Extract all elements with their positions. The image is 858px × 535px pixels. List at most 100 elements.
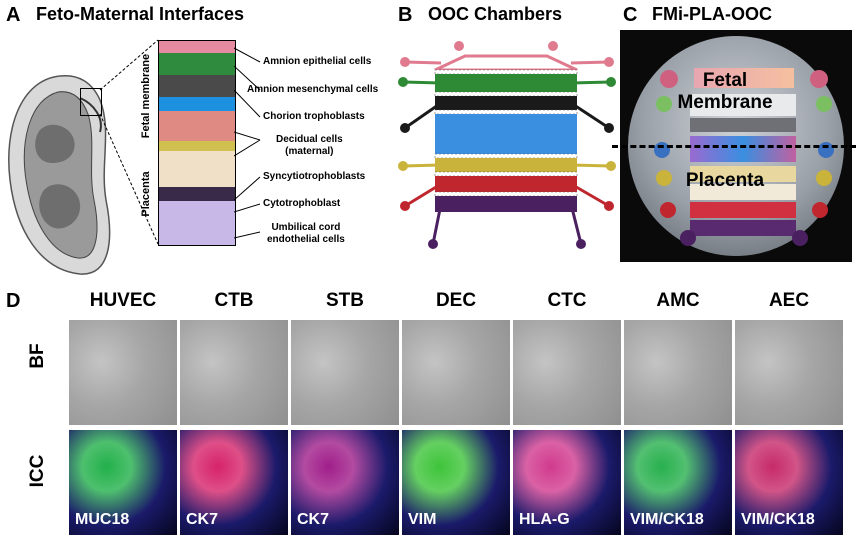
stain-marker-label: VIM <box>408 511 437 528</box>
label-stb: Syncytiotrophoblasts <box>263 171 366 182</box>
label-ctb: Cytotrophoblast <box>263 198 341 209</box>
port-tube <box>402 163 442 168</box>
column-header-ctc: CTC <box>547 290 587 311</box>
chamber-top-outline <box>434 54 578 72</box>
port <box>656 170 672 186</box>
panel-a-letter: A <box>6 4 21 26</box>
brightfield-image-amc <box>624 320 732 425</box>
port-tube <box>404 101 442 130</box>
column-header-stb: STB <box>326 290 364 311</box>
port-ball <box>400 201 410 211</box>
label-huvec: Umbilical cord endothelial cells <box>267 222 345 245</box>
row-label-icc: ICC <box>27 454 48 488</box>
icc-image-dec: VIM <box>402 430 510 535</box>
row-label-bf: BF <box>27 343 48 369</box>
divider-dashed-line <box>612 145 856 148</box>
chamber-6 <box>435 196 577 212</box>
panel-d-letter: D <box>6 290 21 312</box>
port-ball <box>400 123 410 133</box>
port <box>792 230 808 246</box>
membrane-separator <box>434 153 578 159</box>
stain-marker-label: HLA-G <box>519 511 570 528</box>
label-amc: Amnion mesenchymal cells <box>247 84 379 95</box>
brightfield-image-huvec <box>69 320 177 425</box>
stain-marker-label: VIM/CK18 <box>741 511 815 528</box>
port-tube <box>404 182 442 208</box>
membrane-separator <box>434 91 578 97</box>
label-aec: Amnion epithelial cells <box>263 56 372 67</box>
membrane-separator <box>434 69 578 75</box>
brightfield-image-dec <box>402 320 510 425</box>
column-header-dec: DEC <box>435 290 477 311</box>
column-header-ctb: CTB <box>214 290 254 311</box>
chamber-5 <box>435 176 577 192</box>
chamber-1 <box>435 74 577 92</box>
port <box>810 70 828 88</box>
port-tube <box>569 203 583 245</box>
port <box>816 96 832 112</box>
label-ctc: Chorion trophoblasts <box>263 111 365 122</box>
panel-b-title: OOC Chambers <box>428 4 563 24</box>
port-tube <box>402 80 442 85</box>
chamber-4 <box>435 158 577 172</box>
label-dec: Decidual cells (maternal) <box>276 134 343 157</box>
column-header-huvec: HUVEC <box>89 290 157 311</box>
port-ball <box>428 239 438 249</box>
stain-marker-label: VIM/CK18 <box>630 511 704 528</box>
port-tube <box>570 182 610 208</box>
port-tube <box>570 101 610 130</box>
icc-image-stb: CK7 <box>291 430 399 535</box>
layer-cytotrophoblast <box>159 187 235 201</box>
layer-amnion-mesenchymal <box>159 53 235 75</box>
port-ball <box>606 77 616 87</box>
port-ball <box>604 123 614 133</box>
layer-syncytio <box>159 141 235 151</box>
port <box>660 202 676 218</box>
placenta-photo-label: Placenta <box>685 170 765 191</box>
brightfield-image-ctb <box>180 320 288 425</box>
chamber-3 <box>435 114 577 154</box>
panel-a-title: Feto-Maternal Interfaces <box>36 4 245 24</box>
zoom-lines <box>99 39 159 245</box>
uterus-illustration <box>8 74 111 275</box>
port-ball <box>548 41 558 51</box>
port-ball <box>576 239 586 249</box>
port-tube <box>404 60 442 65</box>
membrane-separator <box>434 171 578 177</box>
port-tube <box>570 163 612 168</box>
column-header-aec: AEC <box>768 290 810 311</box>
ooc-chamber-stack <box>398 41 616 249</box>
fetal-membrane-label: Fetal membrane <box>140 53 152 139</box>
stain-marker-label: CK7 <box>186 511 219 528</box>
icc-image-huvec: MUC18 <box>69 430 177 535</box>
panel-c-letter: C <box>623 4 638 26</box>
brightfield-image-aec <box>735 320 843 425</box>
port <box>656 96 672 112</box>
port-ball <box>606 161 616 171</box>
zoom-box <box>80 88 102 116</box>
port-ball <box>454 41 464 51</box>
layer-decidua <box>159 111 235 141</box>
layer-chorion <box>159 75 235 97</box>
panel-b-letter: B <box>398 4 413 26</box>
port-ball <box>398 77 408 87</box>
annotation-leaders <box>234 47 261 239</box>
port <box>812 202 828 218</box>
port <box>680 230 696 246</box>
port <box>816 170 832 186</box>
brightfield-image-stb <box>291 320 399 425</box>
image-grid: HUVEC MUC18 CTB CK7 STB CK7 DEC VIM CTC HLA-G AMC V… <box>69 290 849 535</box>
layer-umbilical <box>159 201 235 245</box>
port <box>660 70 678 88</box>
placenta-label: Placenta <box>140 171 152 217</box>
fetal-membrane-photo-label: Fetal Membrane <box>677 70 773 113</box>
port-tube <box>431 203 443 245</box>
icc-image-amc: VIM/CK18 <box>624 430 732 535</box>
column-header-amc: AMC <box>656 290 700 311</box>
membrane-separator <box>434 191 578 197</box>
membrane-separator <box>434 109 578 115</box>
port-tube <box>570 80 612 85</box>
icc-image-ctb: CK7 <box>180 430 288 535</box>
port-tube <box>570 60 610 65</box>
stain-marker-label: MUC18 <box>75 511 130 528</box>
